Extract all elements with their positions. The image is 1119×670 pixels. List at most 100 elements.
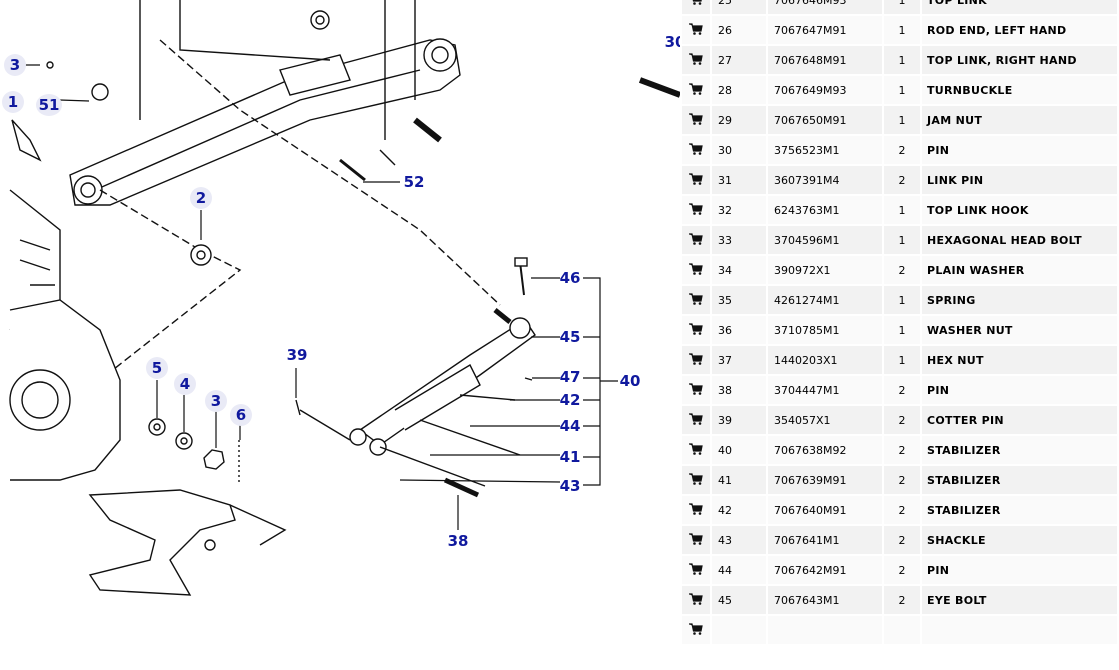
qty-cell: 2 bbox=[884, 466, 920, 494]
ref-cell: 35 bbox=[712, 286, 766, 314]
cart-icon[interactable] bbox=[689, 472, 703, 488]
cart-icon[interactable] bbox=[689, 292, 703, 308]
description-cell: WASHER NUT bbox=[922, 316, 1117, 344]
add-to-cart-cell bbox=[682, 46, 710, 74]
add-to-cart-cell bbox=[682, 166, 710, 194]
cart-icon[interactable] bbox=[689, 82, 703, 98]
cart-icon[interactable] bbox=[689, 52, 703, 68]
callout-51[interactable]: 51 bbox=[36, 94, 62, 116]
ref-cell: 39 bbox=[712, 406, 766, 434]
qty-cell: 2 bbox=[884, 436, 920, 464]
cart-icon[interactable] bbox=[689, 112, 703, 128]
part-number-cell: 7067649M93 bbox=[768, 76, 882, 104]
add-to-cart-cell bbox=[682, 466, 710, 494]
add-to-cart-cell bbox=[682, 556, 710, 584]
table-row bbox=[682, 616, 1117, 644]
cart-icon[interactable] bbox=[689, 502, 703, 518]
description-cell: HEX NUT bbox=[922, 346, 1117, 374]
callout-45[interactable]: 45 bbox=[559, 328, 581, 346]
description-cell: PIN bbox=[922, 136, 1117, 164]
callout-1[interactable]: 1 bbox=[2, 91, 24, 113]
ref-cell: 26 bbox=[712, 16, 766, 44]
part-number-cell bbox=[768, 616, 882, 644]
cart-icon[interactable] bbox=[689, 442, 703, 458]
add-to-cart-cell bbox=[682, 586, 710, 614]
cart-icon[interactable] bbox=[689, 142, 703, 158]
callout-41[interactable]: 41 bbox=[559, 448, 581, 466]
ref-cell: 34 bbox=[712, 256, 766, 284]
ref-cell: 31 bbox=[712, 166, 766, 194]
part-number-cell: 3704596M1 bbox=[768, 226, 882, 254]
part-number-cell: 3756523M1 bbox=[768, 136, 882, 164]
callout-42[interactable]: 42 bbox=[559, 391, 581, 409]
callout-43[interactable]: 43 bbox=[559, 477, 581, 495]
callout-2[interactable]: 2 bbox=[190, 187, 212, 209]
callout-46[interactable]: 46 bbox=[559, 269, 581, 287]
ref-cell: 43 bbox=[712, 526, 766, 554]
cart-icon[interactable] bbox=[689, 352, 703, 368]
qty-cell: 1 bbox=[884, 316, 920, 344]
callout-4[interactable]: 4 bbox=[174, 373, 196, 395]
cart-icon[interactable] bbox=[689, 172, 703, 188]
part-number-cell: 390972X1 bbox=[768, 256, 882, 284]
cart-icon[interactable] bbox=[689, 0, 703, 8]
cart-icon[interactable] bbox=[689, 622, 703, 638]
description-cell bbox=[922, 616, 1117, 644]
description-cell: PLAIN WASHER bbox=[922, 256, 1117, 284]
add-to-cart-cell bbox=[682, 0, 710, 14]
qty-cell: 1 bbox=[884, 16, 920, 44]
cart-icon[interactable] bbox=[689, 202, 703, 218]
description-cell: SHACKLE bbox=[922, 526, 1117, 554]
ref-cell: 44 bbox=[712, 556, 766, 584]
cart-icon[interactable] bbox=[689, 382, 703, 398]
ref-cell: 28 bbox=[712, 76, 766, 104]
add-to-cart-cell bbox=[682, 76, 710, 104]
description-cell: EYE BOLT bbox=[922, 586, 1117, 614]
add-to-cart-cell bbox=[682, 16, 710, 44]
callout-44[interactable]: 44 bbox=[559, 417, 581, 435]
cart-icon[interactable] bbox=[689, 532, 703, 548]
part-number-cell: 7067639M91 bbox=[768, 466, 882, 494]
callout-38[interactable]: 38 bbox=[447, 532, 469, 550]
cart-icon[interactable] bbox=[689, 22, 703, 38]
ref-cell: 32 bbox=[712, 196, 766, 224]
callout-6[interactable]: 6 bbox=[230, 404, 252, 426]
part-number-cell: 7067646M93 bbox=[768, 0, 882, 14]
description-cell: TOP LINK, RIGHT HAND bbox=[922, 46, 1117, 74]
cart-icon[interactable] bbox=[689, 562, 703, 578]
cart-icon[interactable] bbox=[689, 262, 703, 278]
description-cell: SPRING bbox=[922, 286, 1117, 314]
cart-icon[interactable] bbox=[689, 232, 703, 248]
qty-cell: 1 bbox=[884, 286, 920, 314]
qty-cell: 2 bbox=[884, 166, 920, 194]
callout-47[interactable]: 47 bbox=[559, 368, 581, 386]
cart-icon[interactable] bbox=[689, 592, 703, 608]
ref-cell: 37 bbox=[712, 346, 766, 374]
parts-diagram: 30 3 1 51 2 52 46 45 47 40 42 44 41 43 3… bbox=[2, 0, 686, 596]
description-cell: TOP LINK HOOK bbox=[922, 196, 1117, 224]
part-number-cell: 7067638M92 bbox=[768, 436, 882, 464]
qty-cell: 1 bbox=[884, 76, 920, 104]
callout-5[interactable]: 5 bbox=[146, 357, 168, 379]
callout-3-bottom[interactable]: 3 bbox=[205, 390, 227, 412]
cart-icon[interactable] bbox=[689, 322, 703, 338]
add-to-cart-cell bbox=[682, 406, 710, 434]
qty-cell: 1 bbox=[884, 46, 920, 74]
part-number-cell: 7067641M1 bbox=[768, 526, 882, 554]
qty-cell: 1 bbox=[884, 346, 920, 374]
callout-39[interactable]: 39 bbox=[286, 346, 308, 364]
callout-52[interactable]: 52 bbox=[403, 173, 425, 191]
description-cell: TURNBUCKLE bbox=[922, 76, 1117, 104]
callout-40[interactable]: 40 bbox=[619, 372, 641, 390]
cart-icon[interactable] bbox=[689, 412, 703, 428]
callout-3-top[interactable]: 3 bbox=[4, 54, 26, 76]
